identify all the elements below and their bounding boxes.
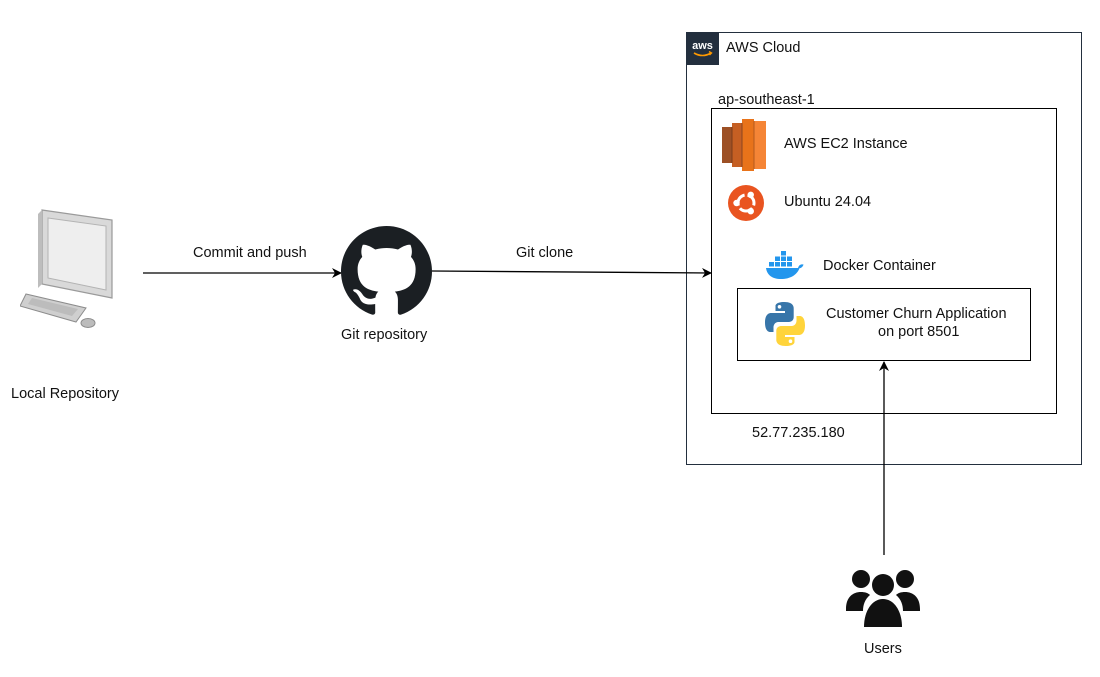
aws-logo-icon: aws [686,32,719,65]
app-port-label: on port 8501 [878,324,960,340]
ip-address-label: 52.77.235.180 [752,425,845,441]
commit-push-label: Commit and push [193,245,307,261]
github-icon [341,226,432,322]
git-clone-arrow [431,267,712,278]
git-repository-label: Git repository [341,327,428,343]
aws-cloud-label: AWS Cloud [726,40,801,56]
git-clone-label: Git clone [516,245,574,261]
computer-icon [19,206,122,337]
ubuntu-icon [727,184,765,227]
ubuntu-label: Ubuntu 24.04 [784,194,872,210]
application-box [737,288,1031,361]
python-icon [763,301,807,352]
docker-container-label: Docker Container [823,258,936,274]
users-icon [846,565,920,634]
docker-icon [765,251,805,286]
region-label: ap-southeast-1 [718,92,815,108]
svg-text:aws: aws [692,40,713,52]
app-name-label: Customer Churn Application [826,306,1007,322]
users-label: Users [864,641,902,657]
ec2-instance-label: AWS EC2 Instance [784,136,908,152]
local-repository-label: Local Repository [11,386,119,402]
ec2-instance-icon [722,119,766,176]
